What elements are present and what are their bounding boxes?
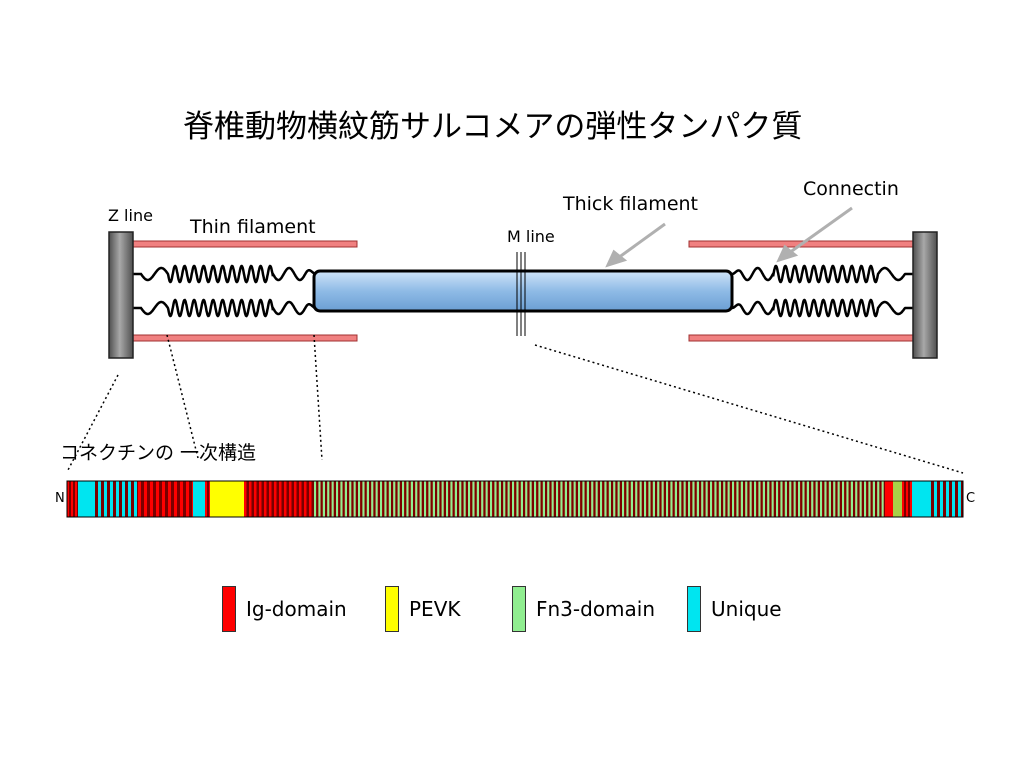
z-disc-right	[912, 231, 938, 359]
connectin-springs	[123, 264, 923, 318]
n-terminus-label: N	[55, 491, 65, 506]
connectin-arrow	[776, 206, 853, 263]
legend-label: Fn3-domain	[536, 597, 656, 621]
connectin-spring-2	[123, 298, 317, 318]
m-line	[516, 252, 526, 336]
unique-swatch	[687, 586, 701, 632]
primary-structure-label: コネクチンの 一次構造	[60, 442, 257, 464]
slide-title: 脊椎動物横紋筋サルコメアの弾性タンパク質	[183, 109, 803, 145]
thick-filament	[312, 269, 734, 313]
thin-filament-bottom-right	[688, 334, 914, 342]
connectin-spring-4	[731, 298, 923, 318]
legend-item-fn3-domain: Fn3-domain	[512, 586, 655, 632]
legend-item-pevk: PEVK	[385, 586, 461, 632]
connectin-spring-1	[123, 264, 317, 284]
z-line-label: Z line	[108, 206, 153, 225]
connectin-spring-3	[731, 264, 923, 284]
thin-filament-label: Thin filament	[190, 216, 316, 238]
c-terminus-label: C	[966, 491, 976, 506]
m-line-label: M line	[507, 227, 555, 246]
pevk-swatch	[385, 586, 399, 632]
connectin-domain-bar	[67, 481, 963, 517]
connectin-domain-bar-outline	[66, 480, 964, 518]
dotted-guide-lines	[67, 334, 964, 474]
z-disc-left	[108, 231, 134, 359]
ig-domain-swatch	[222, 586, 236, 632]
legend-label: PEVK	[409, 597, 461, 621]
legend-label: Ig-domain	[246, 597, 347, 621]
legend-item-unique: Unique	[687, 586, 782, 632]
legend-label: Unique	[711, 597, 782, 621]
fn3-domain-swatch	[512, 586, 526, 632]
legend-item-ig-domain: Ig-domain	[222, 586, 347, 632]
connectin-label: Connectin	[803, 178, 899, 200]
thick-filament-label: Thick filament	[563, 193, 698, 215]
thick-filament-arrow	[605, 222, 666, 268]
thin-filament-top-left	[132, 240, 358, 248]
